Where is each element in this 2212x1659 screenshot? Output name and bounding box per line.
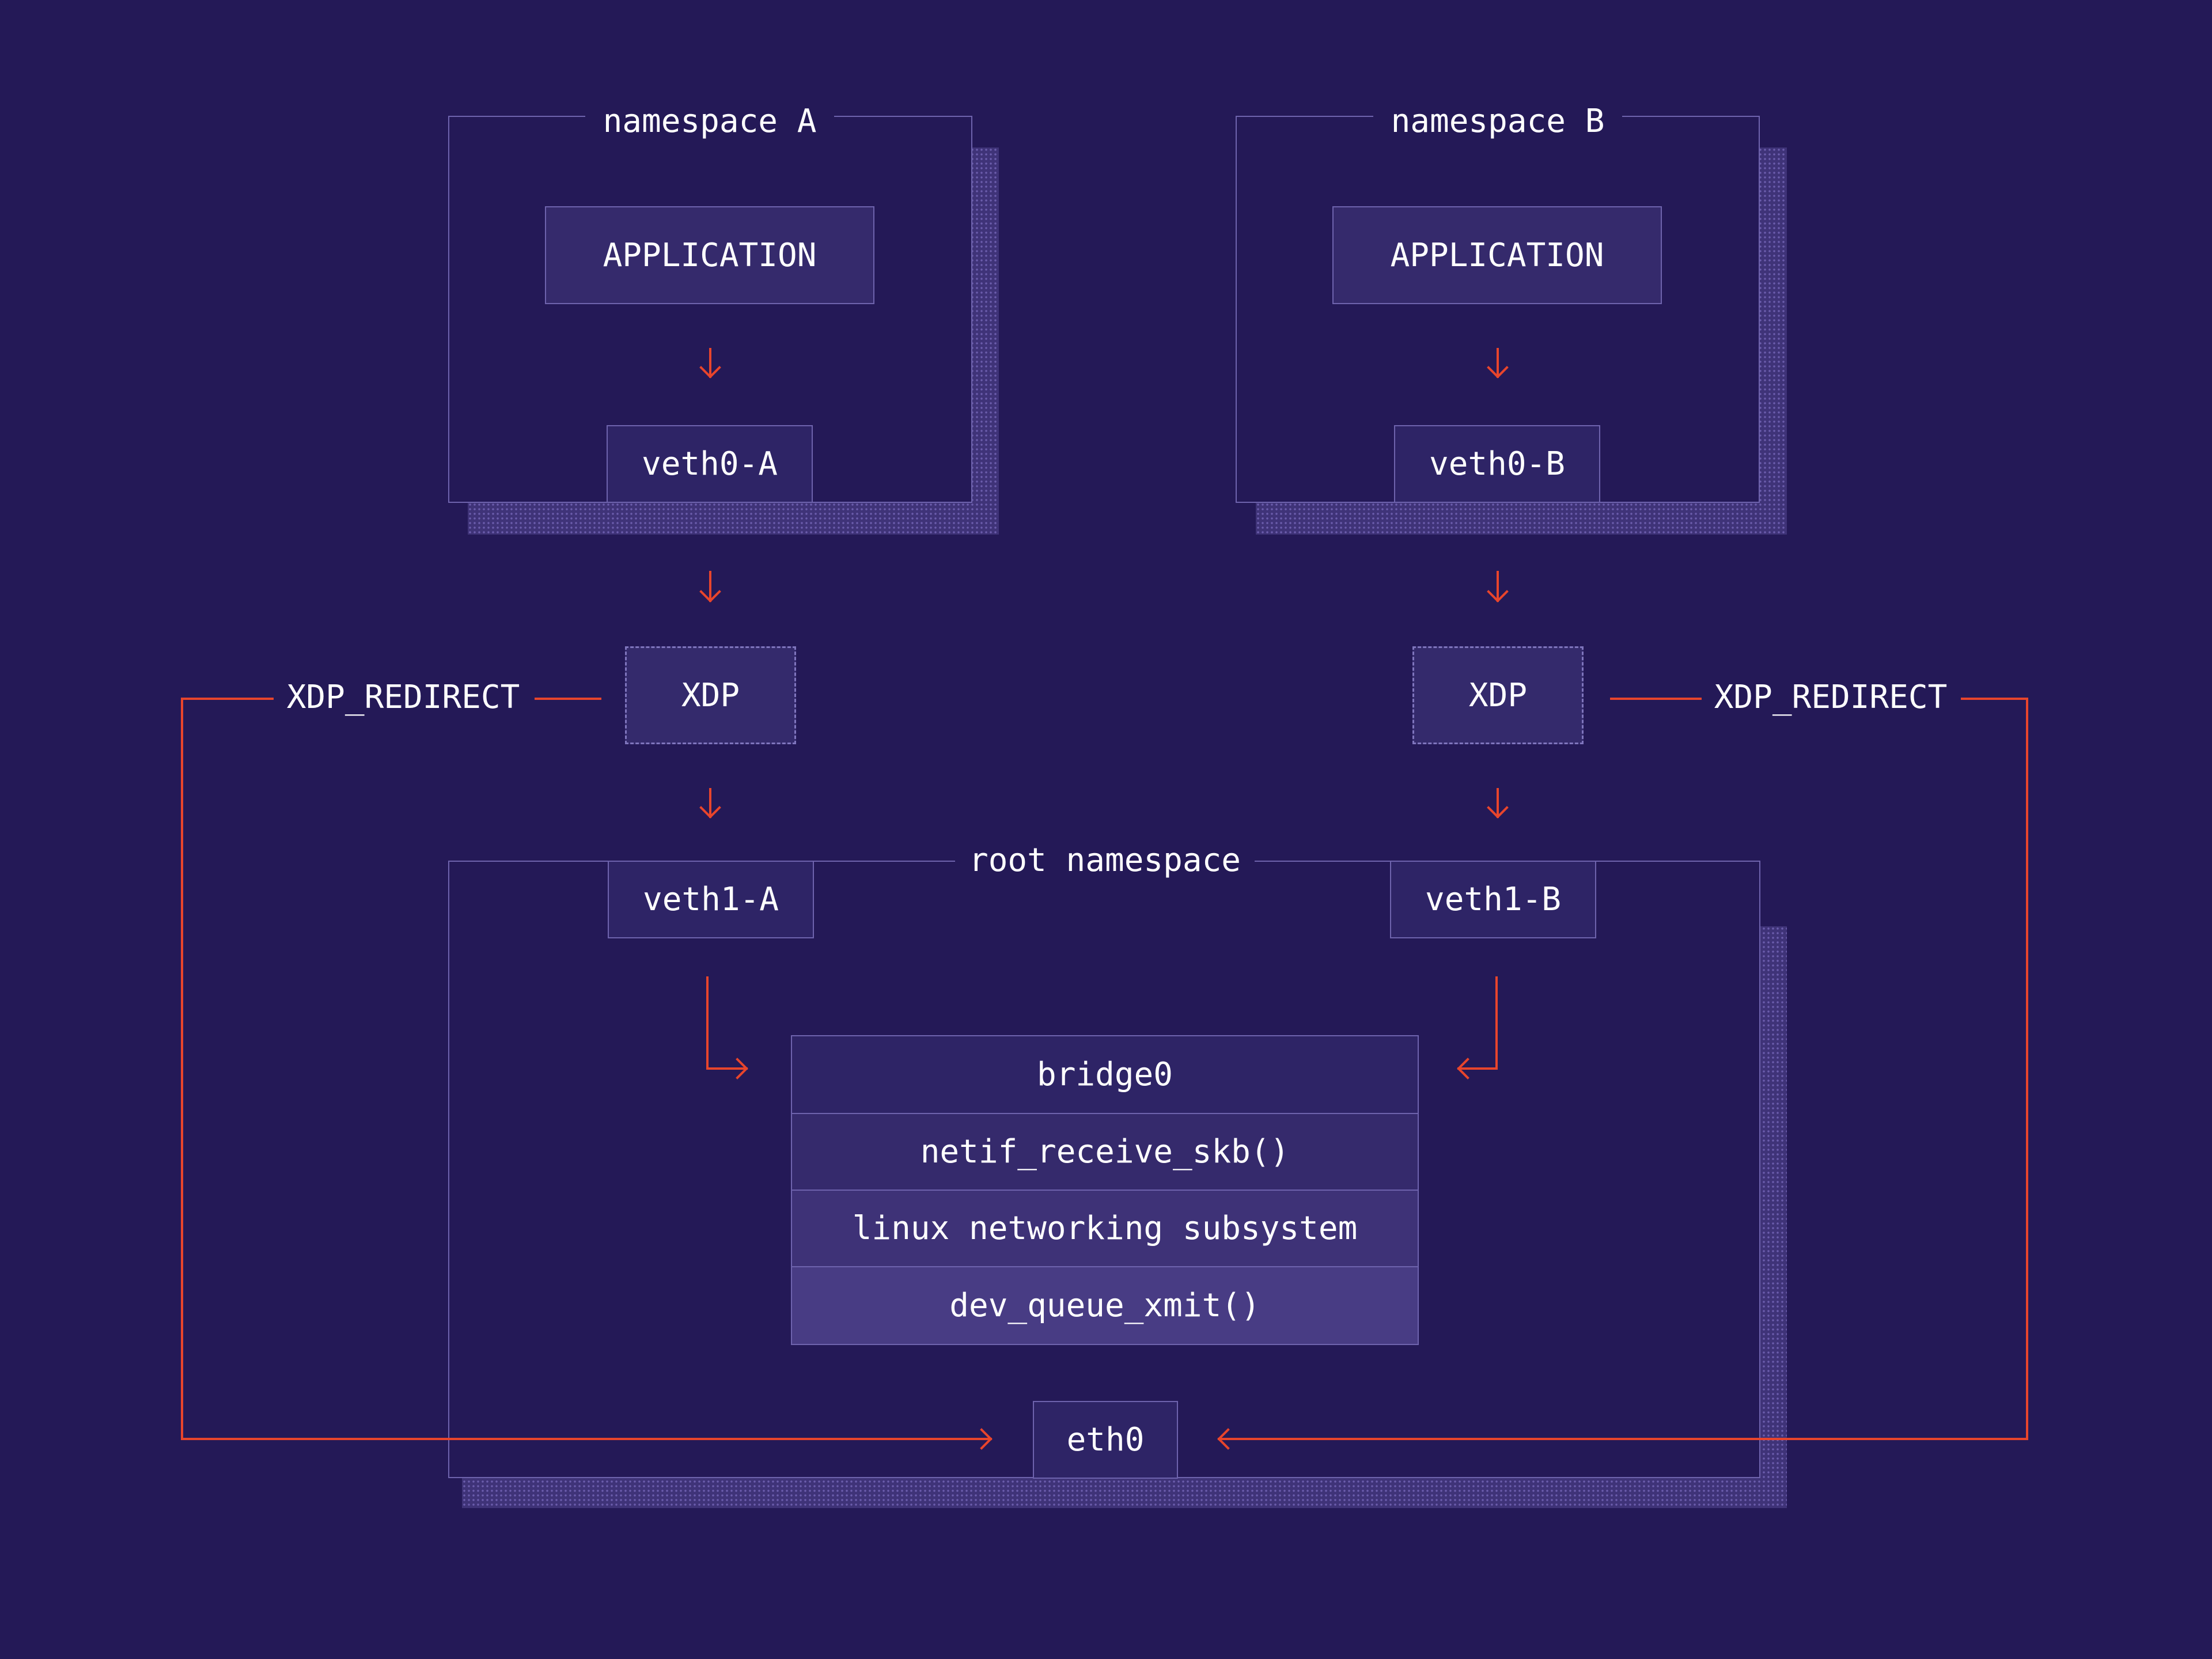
veth0-b-box: veth0-B	[1394, 425, 1600, 503]
arrow-veth1-a-to-bridge	[706, 976, 748, 1080]
arrow-xdp-a-to-veth1-a	[699, 788, 721, 819]
arrow-veth0-b-to-xdp-b	[1487, 571, 1509, 603]
arrow-xdp-b-to-veth1-b	[1487, 788, 1509, 819]
netif-receive-skb-row: netif_receive_skb()	[791, 1113, 1419, 1191]
dev-queue-xmit-row: dev_queue_xmit()	[791, 1266, 1419, 1345]
bridge0-row: bridge0	[791, 1035, 1419, 1114]
veth0-a-box: veth0-A	[607, 425, 813, 503]
arrow-app-to-veth0-a	[699, 348, 721, 378]
redirect-right-line	[1217, 698, 2028, 1450]
xdp-b-box: XDP	[1412, 646, 1584, 744]
arrow-app-to-veth0-b	[1487, 348, 1509, 378]
redirect-left-line	[181, 698, 993, 1450]
namespace-a-application-box: APPLICATION	[545, 206, 874, 304]
namespace-b-label: namespace B	[1373, 101, 1622, 142]
xdp-a-box: XDP	[625, 646, 796, 744]
veth1-a-box: veth1-A	[608, 861, 814, 938]
arrow-veth0-a-to-xdp-a	[699, 571, 721, 603]
xdp-redirect-right-label: XDP_REDIRECT	[1704, 677, 1957, 718]
xdp-redirect-left-label: XDP_REDIRECT	[276, 677, 530, 718]
linux-networking-subsystem-row: linux networking subsystem	[791, 1190, 1419, 1267]
arrow-veth1-b-to-bridge	[1457, 976, 1498, 1080]
root-namespace-label: root namespace	[955, 840, 1255, 881]
eth0-box: eth0	[1033, 1401, 1178, 1479]
veth1-b-box: veth1-B	[1390, 861, 1596, 938]
namespace-a-label: namespace A	[585, 101, 834, 142]
namespace-b-application-box: APPLICATION	[1332, 206, 1662, 304]
